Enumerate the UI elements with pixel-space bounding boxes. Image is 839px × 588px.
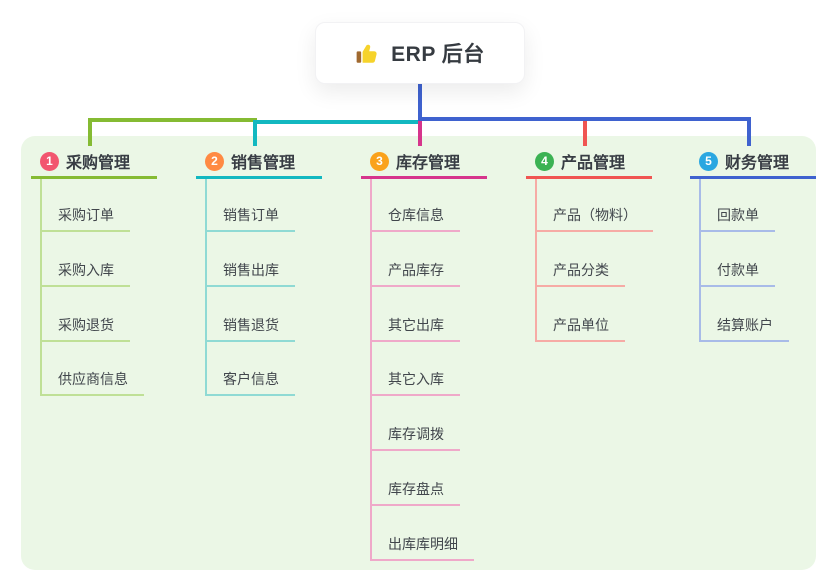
connector-line bbox=[87, 118, 257, 122]
child-node-label: 库存盘点 bbox=[388, 481, 444, 497]
child-node[interactable]: 供应商信息 bbox=[40, 370, 144, 396]
child-node[interactable]: 销售退货 bbox=[205, 316, 295, 342]
root-node-label: ERP 后台 bbox=[391, 43, 485, 66]
child-node[interactable]: 采购退货 bbox=[40, 316, 130, 342]
child-node[interactable]: 库存盘点 bbox=[370, 480, 460, 506]
branch-node-3[interactable]: 3 库存管理 bbox=[361, 146, 487, 179]
branch-title-label: 产品管理 bbox=[561, 155, 626, 172]
child-rail-line bbox=[699, 179, 701, 342]
branch-node-2[interactable]: 2 销售管理 bbox=[196, 146, 322, 179]
child-node[interactable]: 其它出库 bbox=[370, 316, 460, 342]
root-node[interactable]: ERP 后台 bbox=[315, 22, 525, 84]
child-node-label: 产品（物料） bbox=[553, 207, 637, 223]
branch-badge: 3 bbox=[370, 151, 389, 171]
child-node-label: 产品分类 bbox=[553, 262, 609, 278]
child-node-label: 供应商信息 bbox=[58, 371, 128, 387]
branch-badge: 5 bbox=[699, 151, 718, 171]
thumbs-up-icon bbox=[355, 40, 381, 66]
branch-badge: 4 bbox=[535, 151, 554, 171]
child-node[interactable]: 产品单位 bbox=[535, 316, 625, 342]
child-node-label: 仓库信息 bbox=[388, 207, 444, 223]
branch-title-label: 库存管理 bbox=[396, 155, 461, 172]
branch-node-1[interactable]: 1 采购管理 bbox=[31, 146, 157, 179]
child-node[interactable]: 销售出库 bbox=[205, 261, 295, 287]
child-node-label: 出库库明细 bbox=[388, 536, 458, 552]
child-node[interactable]: 结算账户 bbox=[699, 316, 789, 342]
branch-node-5[interactable]: 5 财务管理 bbox=[690, 146, 816, 179]
connector-line bbox=[252, 120, 422, 124]
child-node-label: 结算账户 bbox=[717, 317, 773, 333]
child-node[interactable]: 库存调拨 bbox=[370, 425, 460, 451]
child-node[interactable]: 仓库信息 bbox=[370, 206, 460, 232]
child-node[interactable]: 产品库存 bbox=[370, 261, 460, 287]
branch-title-label: 销售管理 bbox=[231, 155, 296, 172]
branch-badge: 1 bbox=[40, 151, 59, 171]
connector-line bbox=[582, 117, 587, 146]
child-node[interactable]: 产品（物料） bbox=[535, 206, 653, 232]
child-node[interactable]: 其它入库 bbox=[370, 370, 460, 396]
child-node-label: 采购退货 bbox=[58, 317, 114, 333]
child-node[interactable]: 客户信息 bbox=[205, 370, 295, 396]
child-node[interactable]: 采购入库 bbox=[40, 261, 130, 287]
child-node[interactable]: 回款单 bbox=[699, 206, 775, 232]
child-node[interactable]: 采购订单 bbox=[40, 206, 130, 232]
child-node-label: 产品库存 bbox=[388, 262, 444, 278]
child-node-label: 付款单 bbox=[717, 262, 759, 278]
child-rail-line bbox=[370, 179, 372, 561]
branch-badge: 2 bbox=[205, 151, 224, 171]
child-rail-line bbox=[40, 179, 42, 396]
child-node-label: 其它出库 bbox=[388, 317, 444, 333]
child-rail-line bbox=[535, 179, 537, 342]
child-node-label: 回款单 bbox=[717, 207, 759, 223]
connector-line bbox=[417, 82, 422, 121]
connector-line bbox=[252, 120, 257, 146]
connector-line bbox=[746, 117, 751, 146]
child-node-label: 其它入库 bbox=[388, 371, 444, 387]
branches-panel bbox=[21, 136, 816, 570]
child-node-label: 采购订单 bbox=[58, 207, 114, 223]
branch-title-label: 财务管理 bbox=[725, 155, 790, 172]
connector-line bbox=[417, 119, 422, 146]
child-node-label: 客户信息 bbox=[223, 371, 279, 387]
child-rail-line bbox=[205, 179, 207, 396]
child-node-label: 销售出库 bbox=[223, 262, 279, 278]
connector-line bbox=[87, 118, 92, 146]
child-node-label: 库存调拨 bbox=[388, 426, 444, 442]
branch-node-4[interactable]: 4 产品管理 bbox=[526, 146, 652, 179]
child-node-label: 销售退货 bbox=[223, 317, 279, 333]
child-node[interactable]: 出库库明细 bbox=[370, 535, 474, 561]
child-node[interactable]: 产品分类 bbox=[535, 261, 625, 287]
child-node[interactable]: 付款单 bbox=[699, 261, 775, 287]
child-node-label: 采购入库 bbox=[58, 262, 114, 278]
child-node-label: 产品单位 bbox=[553, 317, 609, 333]
connector-line bbox=[417, 117, 751, 121]
child-node-label: 销售订单 bbox=[223, 207, 279, 223]
branch-title-label: 采购管理 bbox=[66, 155, 131, 172]
child-node[interactable]: 销售订单 bbox=[205, 206, 295, 232]
